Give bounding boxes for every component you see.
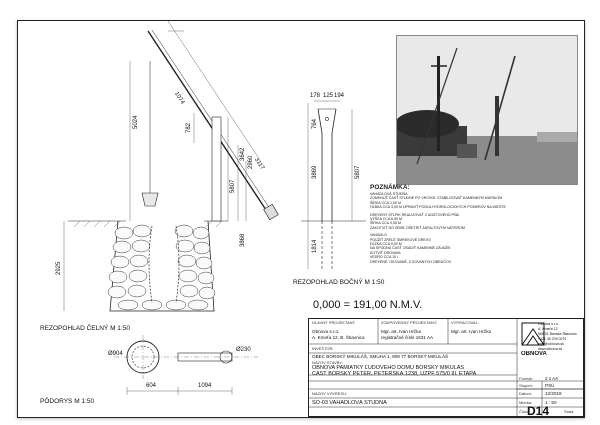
set-header: Sada: (564, 409, 575, 414)
company-web: www.obnova.sk (538, 347, 563, 351)
drawing-sheet: 5024 1074 782 3642 2960 5807 3117 3868 2… (17, 20, 585, 418)
drawing-number: D14 (527, 404, 550, 418)
note-line: ZAKOTVIŤ DO ZEME OŠETRIŤ ASFALTOVÝM NÁTE… (370, 225, 465, 230)
designer-header: HLAVNÝ PROJEKTANT: (312, 320, 356, 325)
designer-address: A. Kmeťa 12, B. Štiavnica (312, 335, 365, 340)
dim-text: 1814 (312, 239, 318, 253)
dim-text: Ø904 (108, 351, 123, 357)
company-phone: +421 45 239 0079 (538, 337, 567, 341)
dim-text: 178 (310, 93, 321, 99)
stage-value: PSÚ (545, 383, 555, 388)
dim-text: 604 (146, 383, 157, 389)
date-header: Dátum: (519, 391, 532, 396)
front-view-label: REZOPOHLAD ČELNÝ M 1:50 (40, 325, 130, 332)
obnova-logo-icon (521, 322, 545, 346)
number-header: Číslo: (519, 409, 530, 414)
investor-header: INVESTOR: (312, 346, 334, 351)
notes-group: DREVENÝ STĹPIK REALIZOVAŤ Z AGÁTOVÉHO PŇ… (370, 213, 560, 231)
responsible-reg: registračné číslo 1631 AA (381, 335, 434, 340)
date-value: 12/2018 (545, 391, 562, 396)
building-location: ČASŤ BORSKÝ PETER, PETERSKÁ 1238, ÚZPF 5… (312, 371, 477, 377)
note-line: HĹBKA CCA 3,00 M UPRAVIŤ PODĽA HYDROLOGI… (370, 205, 506, 210)
format-value: 2 x A4 (545, 376, 558, 381)
notes-group: VAHADLOVÁ STUDŇA ZOMKNÚŤ ČASŤ STUDNE PO … (370, 192, 560, 210)
note-line: VAHADLOVÁ STUDŇA (370, 192, 408, 196)
format-header: Formát: (519, 376, 533, 381)
building-name: OBNOVA PAMIATKY ĽUDOVÉHO DOMU BORSKÝ MIK… (312, 365, 465, 371)
dim-text: 3642 (240, 147, 246, 161)
responsible-name: Mgr. art. Ivan Hrčka (381, 329, 422, 334)
side-view-label: REZOPOHLAD BOČNÝ M 1:50 (293, 279, 385, 286)
notes-title: POZNÁMKA: (370, 184, 410, 191)
made-by-name: Mgr. art. Ivan Hrčka (451, 329, 492, 334)
drawing-name: SO-03 VAHADLOVÁ STUDŇA (312, 400, 387, 406)
note-line: VÝŠKA CCA 6,00 M (370, 217, 403, 222)
technical-drawing (63, 21, 384, 395)
dim-text: 5807 (230, 179, 236, 193)
note-line: DREVENÉ, OKOVANÉ, Z KOVANÝCH OBRUČOV (370, 259, 452, 264)
title-block: HLAVNÝ PROJEKTANT: Obnova s.r.o. A. Kmeť… (308, 318, 584, 417)
company-address: A. Kmeťa 12 (538, 327, 558, 331)
dim-text: 2925 (56, 261, 62, 275)
plan-view-label: PÔDORYS M 1:50 (40, 398, 95, 405)
building-header: NÁZOV STAVBY: (312, 360, 343, 365)
dim-text: 782 (186, 122, 192, 133)
note-line: VAHADLO (370, 233, 387, 238)
elevation-reference: 0,000 = 191,00 N.M.V. (313, 299, 423, 311)
scale-header: Mierka: (519, 400, 533, 405)
title-block-grid (309, 319, 583, 416)
designer-name: Obnova s.r.o. (312, 329, 340, 334)
company-email: mail@obnova.sk (538, 342, 564, 346)
responsible-header: ZODPOVEDNÝ PROJEKTANT: (381, 320, 437, 325)
notes-group: VAHADLO POUŽIŤ ZRELÉ SMREKOVÉ DREVO DĹŽK… (370, 233, 560, 264)
company-logo-text: OBNOVA (521, 351, 547, 357)
dim-text: 194 (334, 93, 345, 99)
dim-text: 5807 (355, 165, 361, 179)
note-line: ŠÍRKA CCA 0,30 M (370, 221, 401, 226)
side-section (301, 100, 366, 269)
made-by-header: VYPRACOVAL: (451, 320, 479, 325)
note-line: ŠÍRKA CCA 1,00 M (370, 200, 401, 205)
scale-value: 1 : 50 (545, 400, 557, 405)
dim-text: 3869 (312, 165, 318, 179)
historic-photo (396, 35, 578, 185)
note-line: NA SPODNÚ ČASŤ OSADIŤ KAMENNÉ ZÁVAŽIE (370, 246, 451, 251)
dim-text: 2960 (248, 155, 254, 169)
main-post (211, 116, 222, 222)
well-stones (107, 224, 216, 311)
dim-text: Ø230 (236, 347, 251, 353)
note-line: DREVENÝ STĹPIK REALIZOVAŤ Z AGÁTOVÉHO PŇ… (370, 212, 459, 217)
photo-image (397, 36, 577, 184)
dim-text: 764 (312, 118, 318, 129)
drawing-name-header: NÁZOV VÝKRESU: (312, 391, 348, 396)
note-line: DĹŽKA CCA 9,00 M (370, 242, 402, 247)
note-line: KOTVIŤ DROVAMI (370, 250, 401, 255)
notes-block: POZNÁMKA: VAHADLOVÁ STUDŇA ZOMKNÚŤ ČASŤ … (370, 184, 560, 267)
investor-name: OBEC BORSKÝ MIKULÁŠ, SMUHA 1, 908 77 BOR… (312, 354, 449, 359)
bucket (141, 192, 159, 207)
plan-view (114, 335, 258, 395)
water-column (148, 225, 180, 304)
soil-hatch (73, 220, 223, 228)
dim-text: 125 (323, 93, 334, 99)
company-name: Obnova s.r.o. (538, 322, 559, 326)
company-city: 969 01 Banská Štiavnica (538, 332, 577, 336)
dim-text: 5024 (133, 115, 139, 129)
stage-header: Stupeň: (519, 383, 533, 388)
note-line: VEDRO CCA 10 l (370, 255, 398, 260)
sweep-beam (147, 30, 271, 217)
dimension-lines (63, 21, 259, 311)
note-line: POUŽIŤ ZRELÉ SMREKOVÉ DREVO (370, 237, 431, 242)
note-line: ZOMKNÚŤ ČASŤ STUDNE PO VRCHOL STABILIZOV… (370, 196, 503, 201)
dim-text: 3868 (240, 233, 246, 247)
dim-text: 1094 (198, 383, 212, 389)
counterweight (263, 203, 279, 221)
